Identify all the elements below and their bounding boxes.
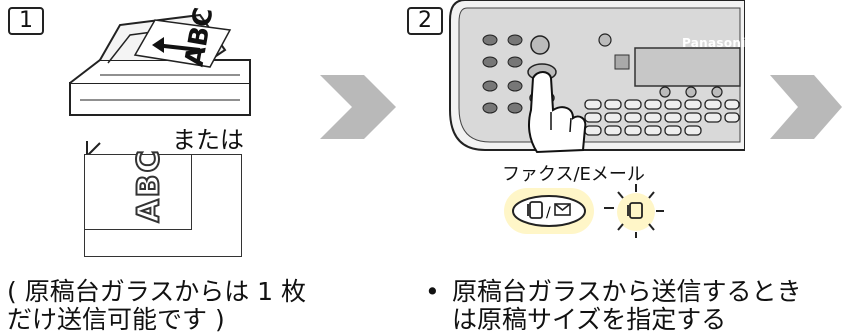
chevron-right-arrow-icon [320, 75, 396, 139]
fax-email-label: ファクス/Eメール [502, 164, 645, 185]
fax-email-button-shape: / [512, 195, 586, 227]
step2-caption-line2: は原稿サイズを指定する [452, 305, 727, 334]
control-panel-illustration [449, 0, 745, 154]
step-2-number: 2 [407, 7, 443, 35]
step1-caption-line2: だけ送信可能です ) [7, 305, 225, 334]
chevron-right-arrow-icon-2 [770, 75, 842, 139]
step2-caption-line1: 原稿台ガラスから送信するとき [452, 277, 802, 306]
step-1-number: 1 [8, 7, 44, 35]
dash-separator [604, 207, 614, 209]
step1-caption-line1: ( 原稿台ガラスからは 1 枚 [7, 277, 307, 306]
or-label: または [172, 126, 244, 154]
bullet: • [425, 277, 440, 306]
brand-logo: Panasonic [682, 36, 754, 50]
glass-document [84, 154, 192, 230]
scanner-adf-illustration [69, 13, 251, 116]
glass-letters: ABC [131, 147, 168, 223]
svg-text:/: / [546, 205, 551, 221]
fax-lamp-icon [617, 184, 664, 238]
